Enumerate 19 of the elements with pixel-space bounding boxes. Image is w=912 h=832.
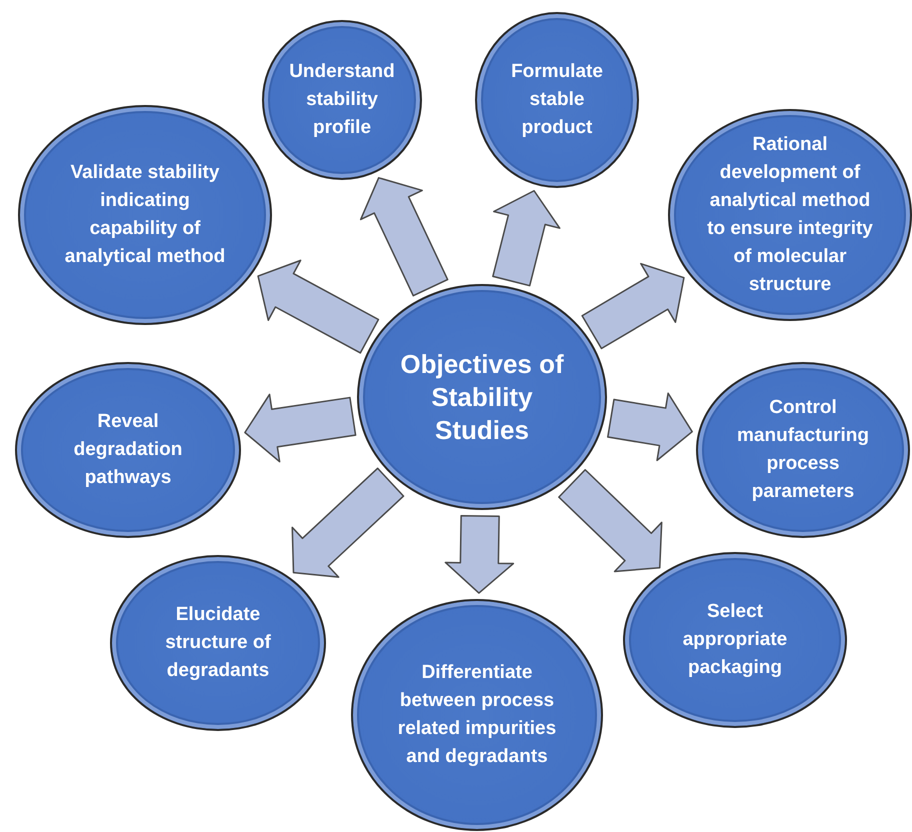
block-arrow: [581, 262, 685, 350]
node-text: Differentiate between process related impurities and degradants: [396, 661, 558, 769]
node-text: Select appropriate packaging: [682, 600, 788, 680]
block-arrow: [360, 177, 448, 296]
block-arrow: [558, 469, 662, 572]
node-text: Reveal degradation pathways: [72, 410, 184, 490]
block-arrow: [244, 394, 356, 462]
block-arrow: [292, 468, 404, 578]
node-text: Understand stability profile: [288, 60, 396, 140]
node-text: Rational development of analytical method to ensure integrity of molecular structure: [706, 133, 874, 297]
block-arrow: [607, 392, 693, 462]
block-arrow: [257, 260, 380, 354]
node-text: Validate stability indicating capability of analytical method: [64, 161, 226, 269]
node-text: Objectives of Stability Studies: [399, 348, 565, 446]
node-text: Formulate stable product: [510, 60, 604, 140]
block-arrow: [444, 514, 514, 594]
block-arrow: [492, 190, 560, 286]
node-text: Control manufacturing process parameters: [736, 396, 870, 504]
node-text: Elucidate structure of degradants: [164, 603, 272, 683]
